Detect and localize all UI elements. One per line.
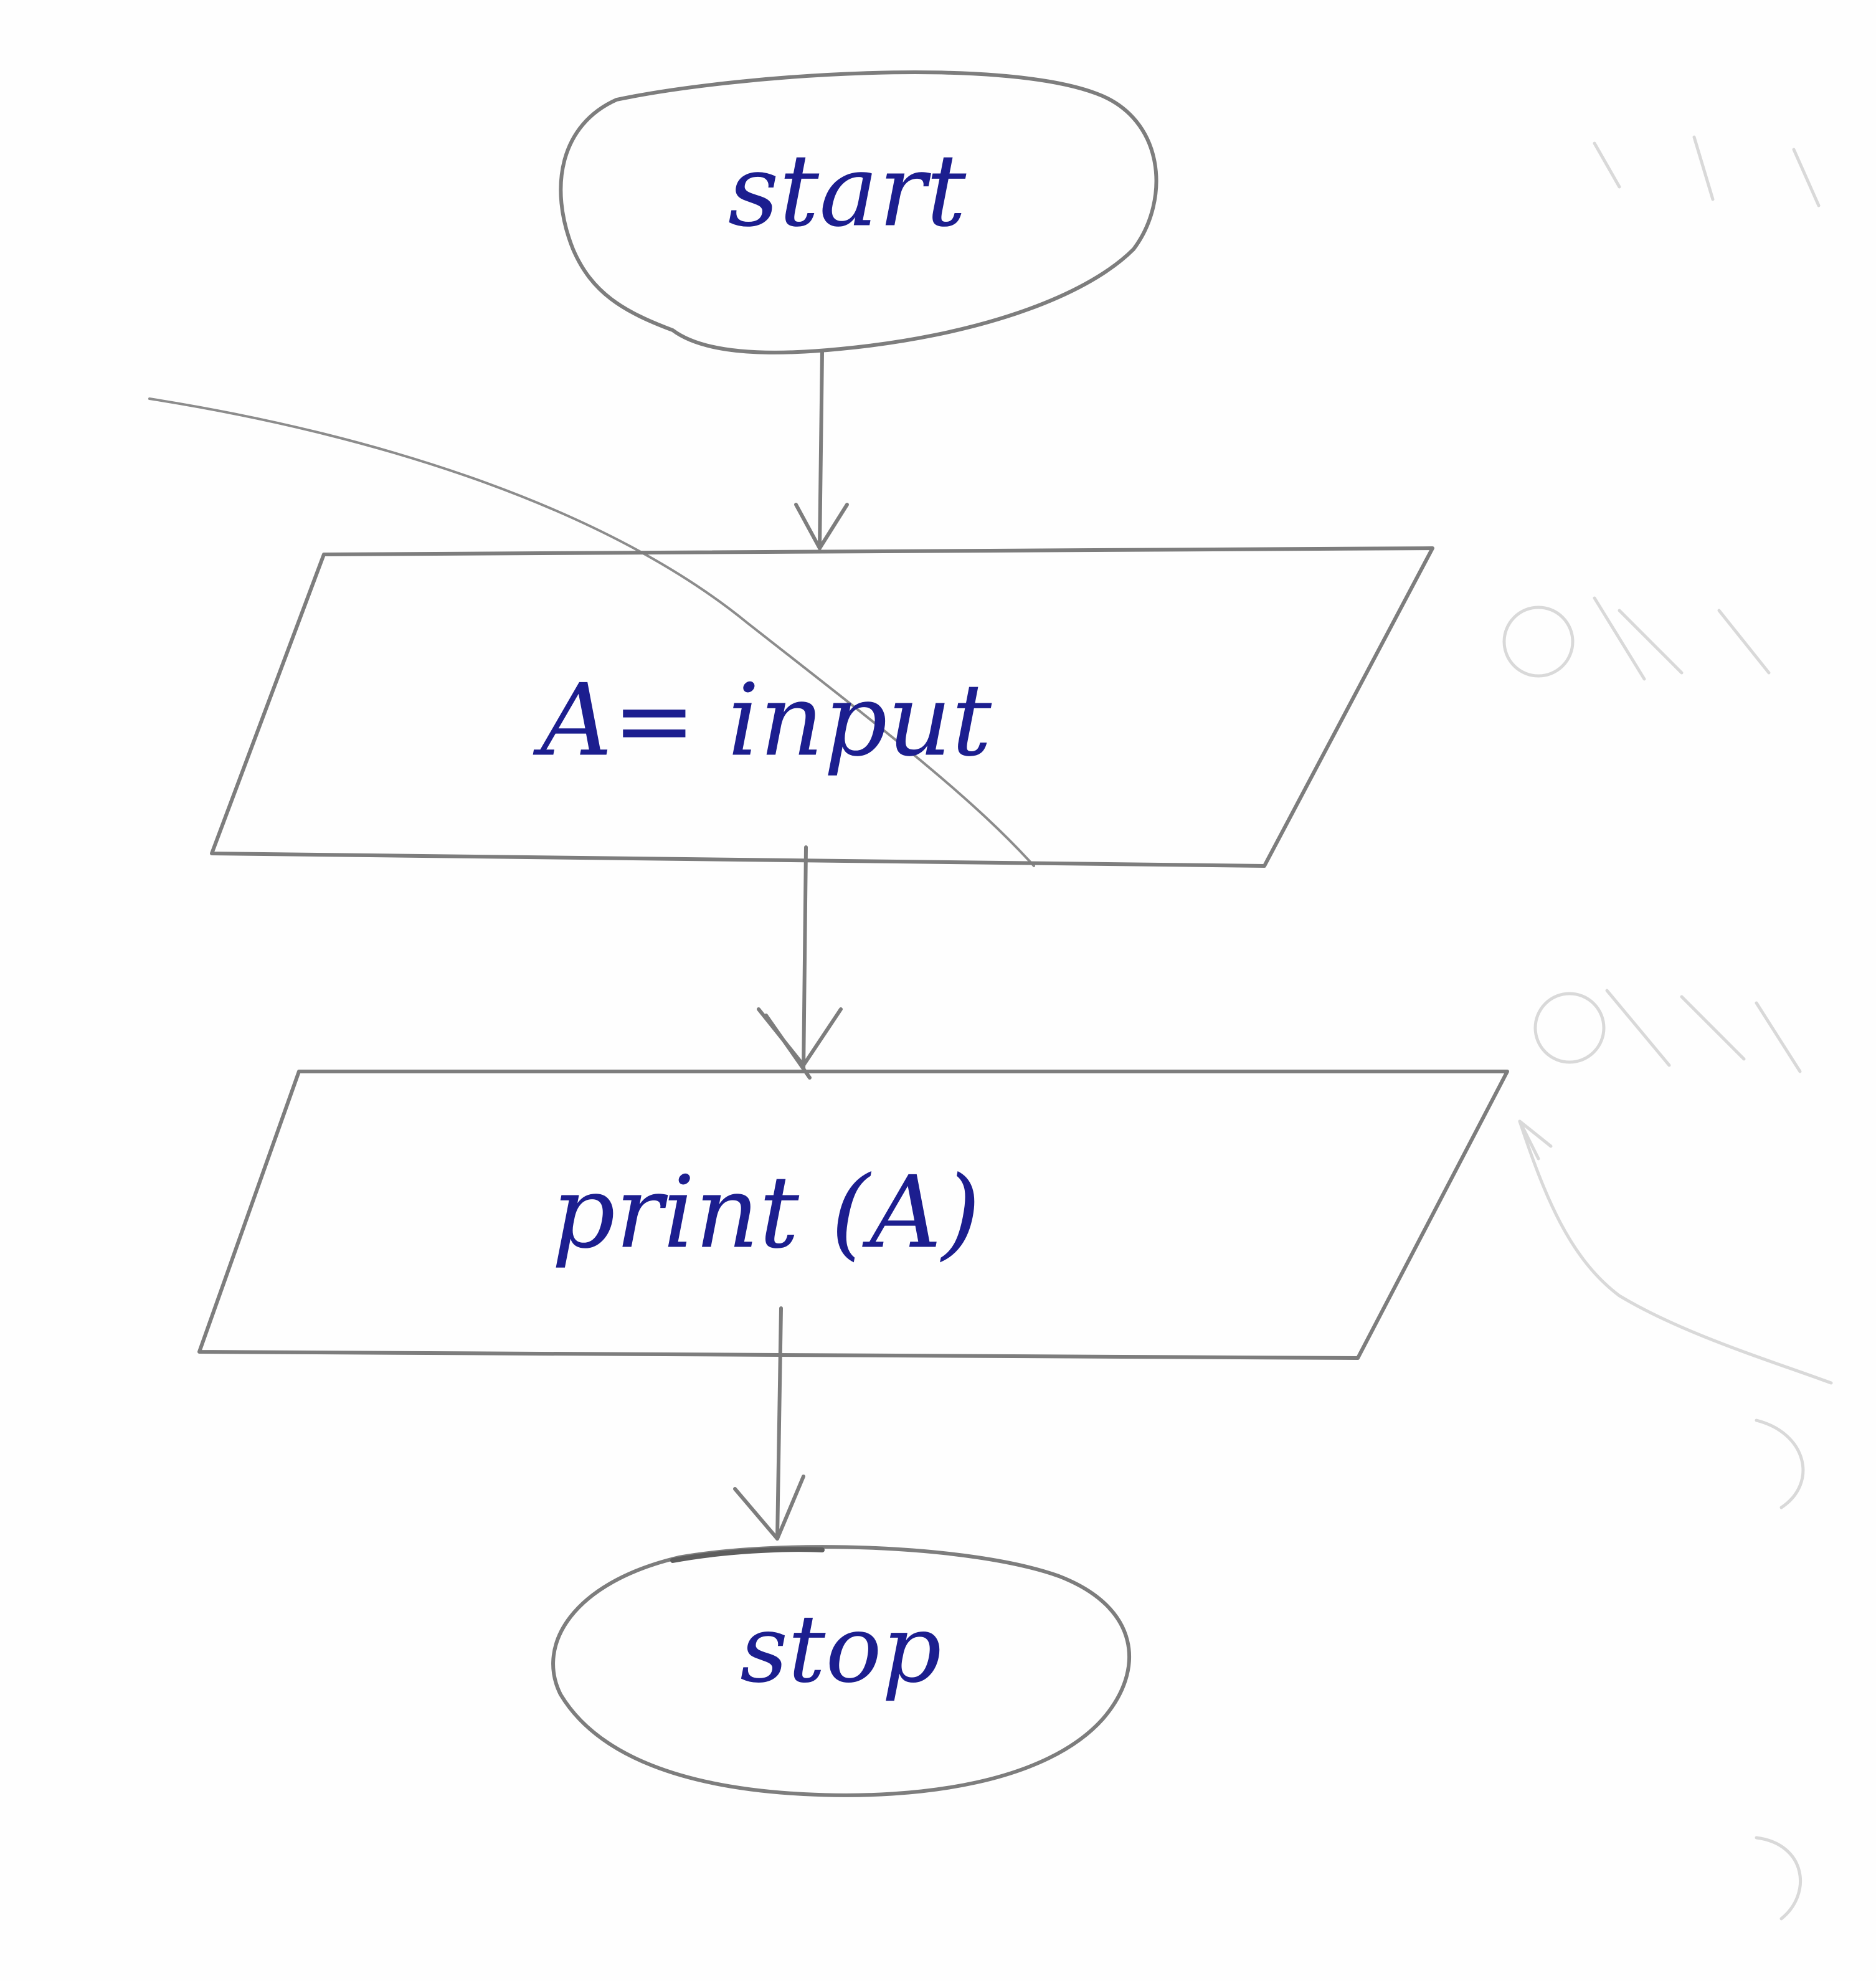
output-label: print (A): [552, 1154, 981, 1271]
bleed-through-ring-2: [1533, 992, 1606, 1064]
stop-oval-overstroke: [670, 1547, 825, 1563]
start-label: start: [728, 133, 967, 249]
bleed-through-curve: [1518, 1119, 1833, 1385]
bleed-through-letters: [1755, 1418, 1805, 1921]
arrow-head: [794, 503, 849, 550]
arrow-line: [818, 350, 824, 550]
stop-terminal: stop: [551, 1545, 1131, 1797]
arrow-start-to-input: [794, 350, 849, 550]
arrow-output-to-stop: [733, 1306, 805, 1541]
bleed-through-ring-1: [1502, 606, 1575, 678]
output-parallelogram: [197, 1070, 1509, 1360]
stray-pencil-curve: [148, 397, 1035, 867]
stop-oval: [551, 1545, 1131, 1797]
start-oval: [559, 70, 1158, 354]
arrow-head-retrace: [764, 1014, 812, 1080]
arrow-input-to-output: [757, 845, 843, 1080]
arrow-line: [775, 1306, 783, 1541]
bleed-through-arrow: [1518, 1119, 1553, 1161]
bleed-through-strokes-2: [1605, 989, 1802, 1073]
input-label: A= input: [533, 662, 992, 779]
bleed-through-strokes-1: [1593, 596, 1771, 681]
bleed-through-marks: [1502, 135, 1833, 1921]
input-node: A= input: [210, 546, 1434, 868]
start-terminal: start: [559, 70, 1158, 354]
arrow-head: [733, 1475, 805, 1541]
arrow-line: [802, 845, 808, 1073]
output-node: print (A): [197, 1070, 1509, 1360]
input-parallelogram: [210, 546, 1434, 868]
bleed-through-strokes-3: [1593, 135, 1821, 207]
stop-label: stop: [740, 1595, 942, 1704]
arrow-head: [757, 1007, 843, 1067]
